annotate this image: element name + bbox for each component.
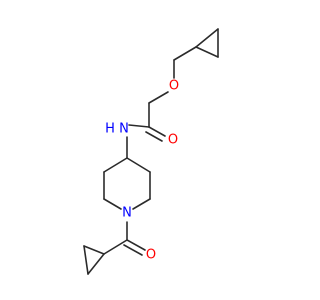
amide-carbonyl-oxygen-label: O: [168, 133, 178, 148]
bond-carbonyl-to-n: [128, 124, 150, 128]
bond-ch2-to-cp: [173, 46, 197, 61]
bond-pip-n1-c6: [103, 198, 122, 210]
bond-pip-c4-c3: [126, 157, 151, 173]
bond-pip-c2-n1: [132, 198, 151, 210]
chemical-structure: O O H N N O: [83, 28, 219, 275]
bond-ketone-co-2: [123, 244, 143, 256]
bond-pip-c5-c4: [103, 157, 128, 173]
bond-amide-co-2: [145, 131, 163, 142]
ketone-carbonyl-oxygen-label: O: [146, 248, 156, 263]
bond-cp2-c: [87, 253, 105, 275]
bond-cp2-b: [83, 245, 89, 275]
bond-carbonyl-to-cp: [103, 239, 128, 255]
molecule-canvas: O O H N N O: [83, 28, 219, 275]
ether-oxygen-label: O: [169, 79, 179, 94]
amide-nitrogen-label: N: [119, 122, 129, 137]
bond-ketone-co-1: [126, 239, 146, 251]
bond-o-to-ch2: [148, 91, 169, 104]
bond-amide-co-1: [148, 126, 166, 137]
piperidine-nitrogen-label: N: [122, 206, 132, 221]
bond-cp1-a: [195, 28, 219, 48]
bond-cp1-c: [195, 46, 219, 58]
bond-cp2-a: [83, 245, 105, 255]
amide-hydrogen-label: H: [105, 122, 115, 137]
